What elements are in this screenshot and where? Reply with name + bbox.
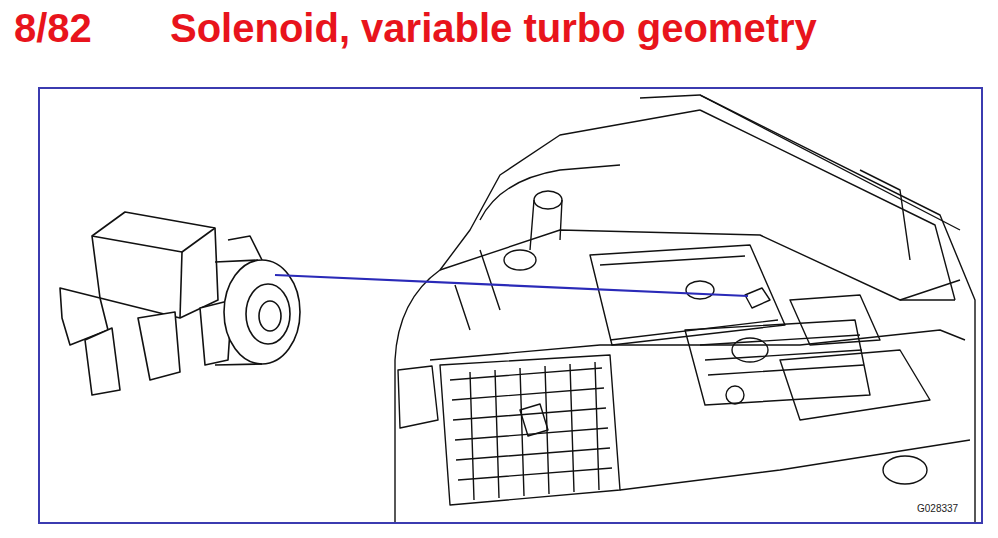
figure-number: 8/82 <box>14 8 92 48</box>
frame <box>39 88 982 523</box>
drawing-code: G028337 <box>916 504 959 514</box>
car-front <box>395 95 975 522</box>
title-text: Solenoid, variable turbo geometry <box>170 8 817 48</box>
leader-line <box>275 275 748 296</box>
solenoid-part <box>60 212 300 395</box>
